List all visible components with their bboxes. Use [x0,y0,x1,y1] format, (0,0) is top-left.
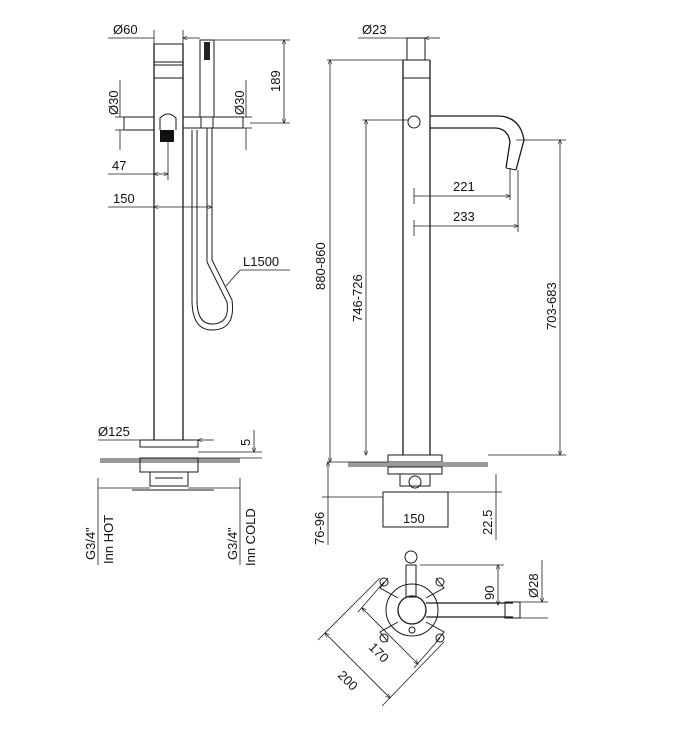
dim-front-top-label: Ø60 [113,22,138,37]
dim-front-47: 47 [108,140,168,180]
dim-plan-200-label: 200 [335,668,361,694]
dim-box-depth-label: 22.5 [480,510,495,535]
dim-plan-90: 90 [420,565,504,605]
dim-plan-diameter: Ø28 [520,560,548,619]
dim-floor-depth: 76-96 [312,462,383,545]
dim-side-spout: 746-726 [350,120,408,455]
dim-front-top: Ø60 [108,22,200,44]
dim-front-150: 150 [108,128,212,212]
dim-front-right: Ø30 [232,80,252,150]
side-view: Ø23 880-860 746-726 703-683 221 [312,22,566,545]
dim-spout-221-label: 221 [453,179,475,194]
dim-side-top: Ø23 [358,22,440,38]
dim-plan-diameter-label: Ø28 [526,573,541,598]
dim-spout-233-label: 233 [453,209,475,224]
dim-box-width-label: 150 [403,511,425,526]
inlet-hot: G3/4" Inn HOT [83,478,150,565]
side-column [402,37,431,455]
dim-base-thickness-label: 5 [238,439,253,446]
dim-front-right-label: Ø30 [232,90,247,115]
inlet-cold-label: Inn COLD [243,508,258,566]
dim-front-189: 189 [200,40,290,123]
dim-front-47-label: 47 [112,158,126,173]
dim-base-diameter-label: Ø125 [98,424,130,439]
dim-spout-233: 233 [413,170,518,236]
dim-side-outlet: 703-683 [488,140,566,455]
dim-box-depth: 22.5 [448,474,502,540]
dim-front-150-label: 150 [113,191,135,206]
side-base [348,454,488,528]
inlet-hot-size: G3/4" [83,527,98,560]
plan-view: 90 Ø28 170 200 [317,550,548,707]
dim-side-spout-label: 746-726 [350,274,365,322]
dim-plan-200: 200 [317,577,445,707]
dim-side-total-label: 880-860 [313,242,328,290]
dim-box-width: 150 [403,511,425,526]
dim-floor-depth-label: 76-96 [312,512,327,545]
front-base [100,439,240,491]
front-diverter [159,113,177,142]
dim-base-diameter: Ø125 [98,424,214,440]
dim-spout-221: 221 [413,168,510,204]
inlet-hot-label: Inn HOT [101,515,116,564]
dim-base-thickness: 5 [198,430,262,459]
dim-side-total: 880-860 [313,60,403,462]
dim-plan-170-label: 170 [366,640,392,666]
dim-side-top-label: Ø23 [362,22,387,37]
front-column [153,43,184,440]
inlet-cold: G3/4" Inn COLD [188,478,258,566]
dim-hose-length-label: L1500 [243,254,279,269]
dim-hose-length: L1500 [225,254,290,287]
front-view: Ø60 Ø30 Ø30 189 47 [83,22,290,566]
side-spout [430,115,525,171]
dim-side-outlet-label: 703-683 [544,282,559,330]
dim-front-189-label: 189 [268,70,283,92]
front-shower-holder [182,39,244,331]
dim-plan-90-label: 90 [482,586,497,600]
inlet-cold-size: G3/4" [225,527,240,560]
dim-plan-170: 170 [357,581,441,669]
dim-front-left-label: Ø30 [106,90,121,115]
front-left-handle [123,116,155,131]
dim-front-left: Ø30 [106,80,124,150]
